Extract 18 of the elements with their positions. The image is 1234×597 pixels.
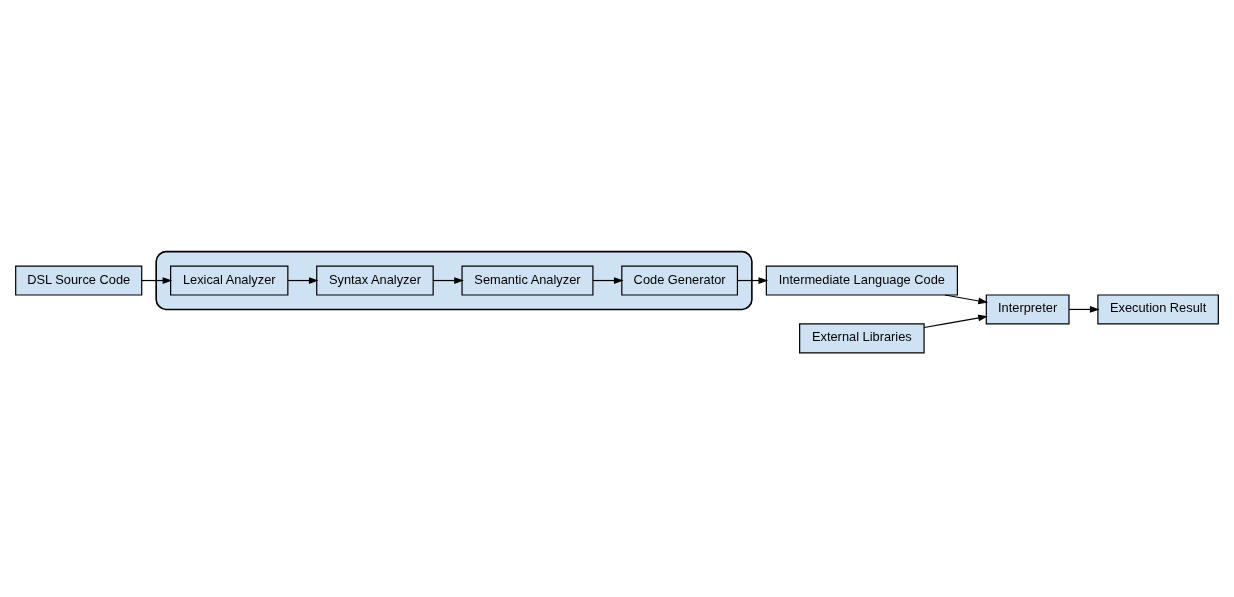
node-box: Execution Result — [1097, 293, 1219, 324]
arrow — [737, 276, 769, 284]
node-box: DSL Source Code — [15, 264, 143, 296]
arrow — [944, 293, 988, 304]
node-box: Interpreter — [985, 293, 1070, 324]
node-box: Syntax Analyzer — [316, 264, 434, 296]
arrow — [287, 276, 319, 284]
arrow — [923, 314, 988, 328]
node-box: External Libraries — [799, 322, 925, 353]
cluster — [155, 250, 753, 310]
arrow — [1068, 305, 1100, 313]
node-box: Intermediate Language Code — [765, 264, 958, 296]
arrow — [432, 276, 464, 284]
arrow — [592, 276, 624, 284]
node-box: Code Generator — [621, 264, 738, 296]
node-box: Lexical Analyzer — [170, 264, 289, 296]
node-box: Semantic Analyzer — [461, 264, 594, 296]
arrow — [141, 276, 173, 284]
